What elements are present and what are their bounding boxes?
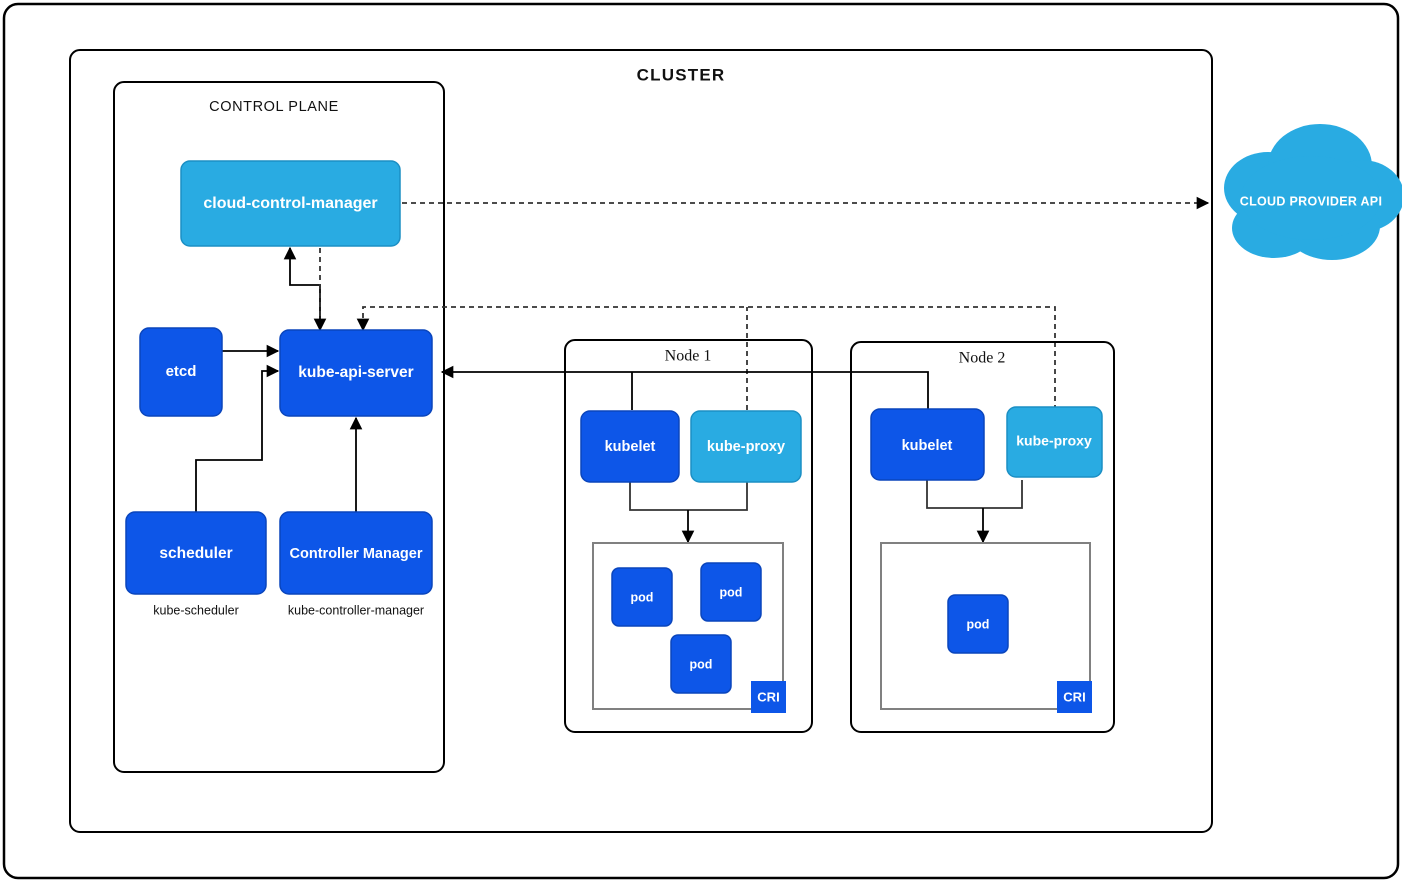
node-2-kubelet-to-cri	[926, 480, 1023, 509]
scheduler-sublabel: kube-scheduler	[153, 603, 238, 617]
node-2-pod-1-label: pod	[967, 617, 990, 631]
node-1-label: Node 1	[665, 348, 712, 365]
kube-api-server-box[interactable]: kube-api-server	[279, 329, 433, 417]
cloud-provider-api[interactable]: CLOUD PROVIDER API	[1224, 124, 1402, 260]
control-plane-label: CONTROL PLANE	[209, 99, 339, 115]
node-1-pod-3-label: pod	[690, 657, 713, 671]
node-2-kubelet-box[interactable]: kubelet	[870, 408, 985, 481]
node-1-kubelet-label: kubelet	[605, 439, 656, 455]
node-1-cri-label: CRI	[757, 689, 779, 704]
node-2-cri-badge: CRI	[1057, 681, 1092, 713]
edge-kubelet-bus-solid	[440, 365, 929, 410]
kube-api-server-label: kube-api-server	[298, 364, 413, 381]
etcd-label: etcd	[166, 363, 197, 380]
node-2-label: Node 2	[959, 350, 1006, 367]
node-1-cri-badge: CRI	[751, 681, 786, 713]
node-2-kubelet-label: kubelet	[902, 438, 953, 454]
controller-manager-box[interactable]: Controller Manager	[279, 511, 433, 595]
controller-manager-sublabel: kube-controller-manager	[288, 603, 424, 617]
node-1-pod-1[interactable]: pod	[611, 567, 673, 627]
controller-manager-label: Controller Manager	[290, 546, 423, 562]
node-2-kube-proxy-label: kube-proxy	[1016, 433, 1092, 449]
node-2-pod-1[interactable]: pod	[947, 594, 1009, 654]
node-1-kubelet-box[interactable]: kubelet	[580, 410, 680, 483]
node-1-frame	[564, 339, 813, 733]
node-1: Node 1 kubelet kube-proxy pod pod	[564, 339, 813, 733]
node-2: Node 2 kubelet kube-proxy pod CRI	[850, 341, 1115, 733]
node-1-pod-2-label: pod	[720, 585, 743, 599]
scheduler-box[interactable]: scheduler	[125, 511, 267, 595]
control-plane-frame	[113, 81, 445, 773]
cloud-icon	[1224, 124, 1402, 260]
cloud-control-manager-box[interactable]: cloud-control-manager	[180, 160, 401, 247]
edge-api-to-ccm-up	[283, 246, 321, 330]
scheduler-label: scheduler	[159, 545, 232, 562]
edge-scheduler-to-api	[195, 364, 280, 512]
node-2-kube-proxy-box[interactable]: kube-proxy	[1006, 406, 1103, 478]
node-1-pod-1-label: pod	[631, 590, 654, 604]
node-1-kube-proxy-box[interactable]: kube-proxy	[690, 410, 802, 483]
node-1-pod-2[interactable]: pod	[700, 562, 762, 622]
node-1-kube-proxy-label: kube-proxy	[707, 439, 785, 455]
node-2-frame	[850, 341, 1115, 733]
cluster-label: CLUSTER	[637, 65, 726, 84]
cloud-control-manager-label: cloud-control-manager	[203, 195, 377, 212]
etcd-box[interactable]: etcd	[139, 327, 223, 417]
node-2-cri-label: CRI	[1063, 689, 1085, 704]
cloud-provider-api-label: CLOUD PROVIDER API	[1240, 194, 1382, 208]
node-1-pod-3[interactable]: pod	[670, 634, 732, 694]
